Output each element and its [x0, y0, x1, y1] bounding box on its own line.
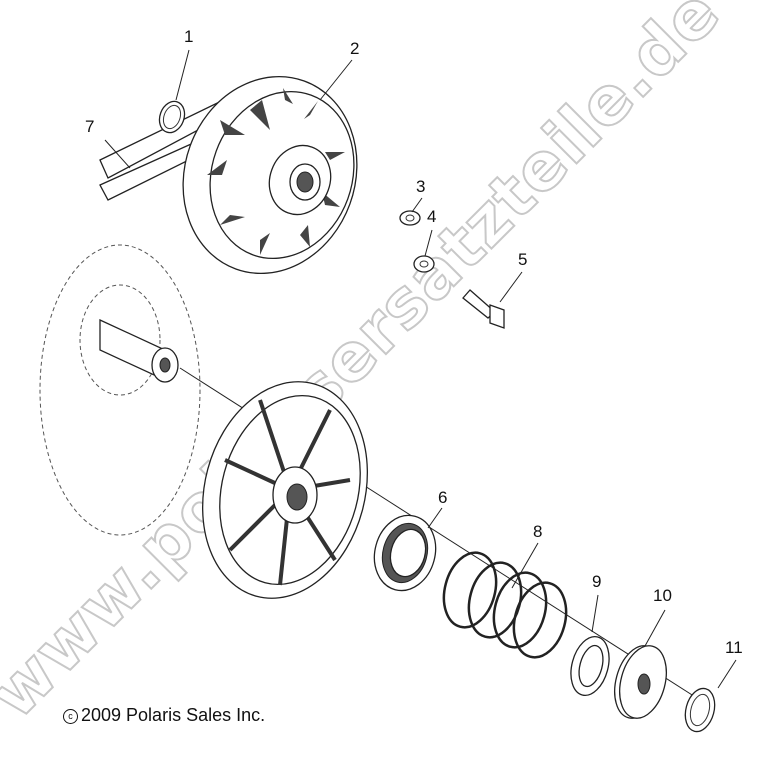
callout-7: 7	[85, 117, 94, 136]
copyright-symbol: c	[63, 709, 78, 724]
callout-4: 4	[427, 207, 436, 226]
copyright-text: 2009 Polaris Sales Inc.	[81, 705, 266, 725]
driven-clutch-sheave	[182, 75, 358, 275]
snap-ring-11	[684, 687, 716, 733]
callout-3: 3	[416, 177, 425, 196]
callout-6: 6	[438, 488, 447, 507]
spring-8	[442, 551, 568, 659]
callout-1: 1	[184, 27, 193, 46]
stationary-sheave	[39, 244, 201, 536]
washer-4	[413, 255, 435, 273]
washer-1	[158, 100, 186, 134]
callout-10: 10	[653, 586, 672, 605]
callout-8: 8	[533, 522, 542, 541]
washer-3	[399, 210, 421, 226]
callout-11: 11	[725, 638, 743, 657]
callout-5: 5	[518, 250, 527, 269]
callouts: 1 2 3 4 5 6 7 8 9 10 11	[85, 27, 743, 689]
callout-9: 9	[592, 572, 601, 591]
watermark: www.polarisersatzteile.de	[0, 0, 736, 734]
callout-2: 2	[350, 39, 359, 58]
bolt-5	[462, 289, 505, 329]
moveable-sheave	[201, 381, 369, 599]
